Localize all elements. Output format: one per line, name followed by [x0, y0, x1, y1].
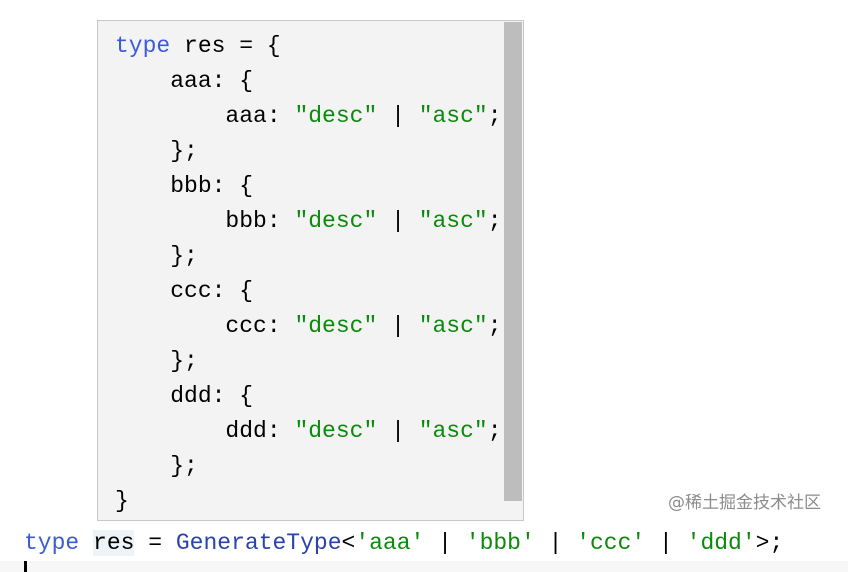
code-line: }; [115, 344, 502, 379]
semicolon: ; [487, 208, 502, 234]
property-key: ccc: [115, 313, 295, 339]
tooltip-scrollbar[interactable] [504, 22, 522, 501]
close-brace: }; [115, 138, 198, 164]
semicolon: ; [487, 103, 502, 129]
property-key: bbb: { [115, 173, 254, 199]
code-line: ddd: { [115, 379, 502, 414]
string-literal: "asc" [418, 103, 488, 129]
equals: = [134, 530, 176, 556]
string-literal: "asc" [418, 418, 488, 444]
code-line: }; [115, 239, 502, 274]
pipe: | [645, 530, 687, 556]
string-literal: "asc" [418, 313, 488, 339]
string-literal: "desc" [294, 313, 378, 339]
current-line-highlight [0, 561, 848, 572]
property-key: ddd: [115, 418, 295, 444]
code-line: ddd: "desc" | "asc"; [115, 414, 502, 449]
arg-ddd: 'ddd' [686, 530, 756, 556]
type-name: res = { [170, 33, 281, 59]
semicolon: ; [487, 313, 502, 339]
property-key: ccc: { [115, 278, 254, 304]
angle-open: < [341, 530, 356, 556]
property-key: bbb: [115, 208, 295, 234]
semicolon: ; [487, 418, 502, 444]
string-literal: "desc" [294, 208, 378, 234]
watermark: @稀土掘金技术社区 [668, 493, 821, 513]
text-cursor [24, 561, 27, 572]
type-hover-tooltip: type res = { aaa: { aaa: "desc" | "asc";… [97, 20, 524, 521]
code-line: } [115, 484, 502, 519]
code-line: }; [115, 134, 502, 169]
pipe: | [377, 208, 419, 234]
close-brace: }; [115, 348, 198, 374]
code-line[interactable]: type res = GenerateType<'aaa' | 'bbb' | … [24, 525, 783, 561]
code-line: bbb: "desc" | "asc"; [115, 204, 502, 239]
code-line: }; [115, 449, 502, 484]
keyword-type: type [24, 530, 80, 556]
type-name-res[interactable]: res [93, 530, 135, 556]
pipe: | [424, 530, 466, 556]
code-line: bbb: { [115, 169, 502, 204]
code-line: aaa: "desc" | "asc"; [115, 99, 502, 134]
code-line: ccc: "desc" | "asc"; [115, 309, 502, 344]
arg-bbb: 'bbb' [465, 530, 535, 556]
property-key: ddd: { [115, 383, 254, 409]
code-line: type res = { [115, 29, 502, 64]
code-line: ccc: { [115, 274, 502, 309]
close-brace: } [115, 488, 129, 514]
property-key: aaa: [115, 103, 295, 129]
hover-code: type res = { aaa: { aaa: "desc" | "asc";… [115, 29, 502, 519]
angle-close: >; [755, 530, 784, 556]
pipe: | [377, 103, 419, 129]
generic-type-name[interactable]: GenerateType [175, 530, 342, 556]
string-literal: "desc" [294, 418, 378, 444]
pipe: | [534, 530, 577, 556]
close-brace: }; [115, 453, 198, 479]
arg-aaa: 'aaa' [355, 530, 425, 556]
arg-ccc: 'ccc' [576, 530, 646, 556]
string-literal: "asc" [418, 208, 488, 234]
code-line: aaa: { [115, 64, 502, 99]
property-key: aaa: { [115, 68, 254, 94]
pipe: | [377, 313, 419, 339]
keyword-type: type [115, 33, 171, 59]
pipe: | [377, 418, 419, 444]
string-literal: "desc" [294, 103, 378, 129]
close-brace: }; [115, 243, 198, 269]
